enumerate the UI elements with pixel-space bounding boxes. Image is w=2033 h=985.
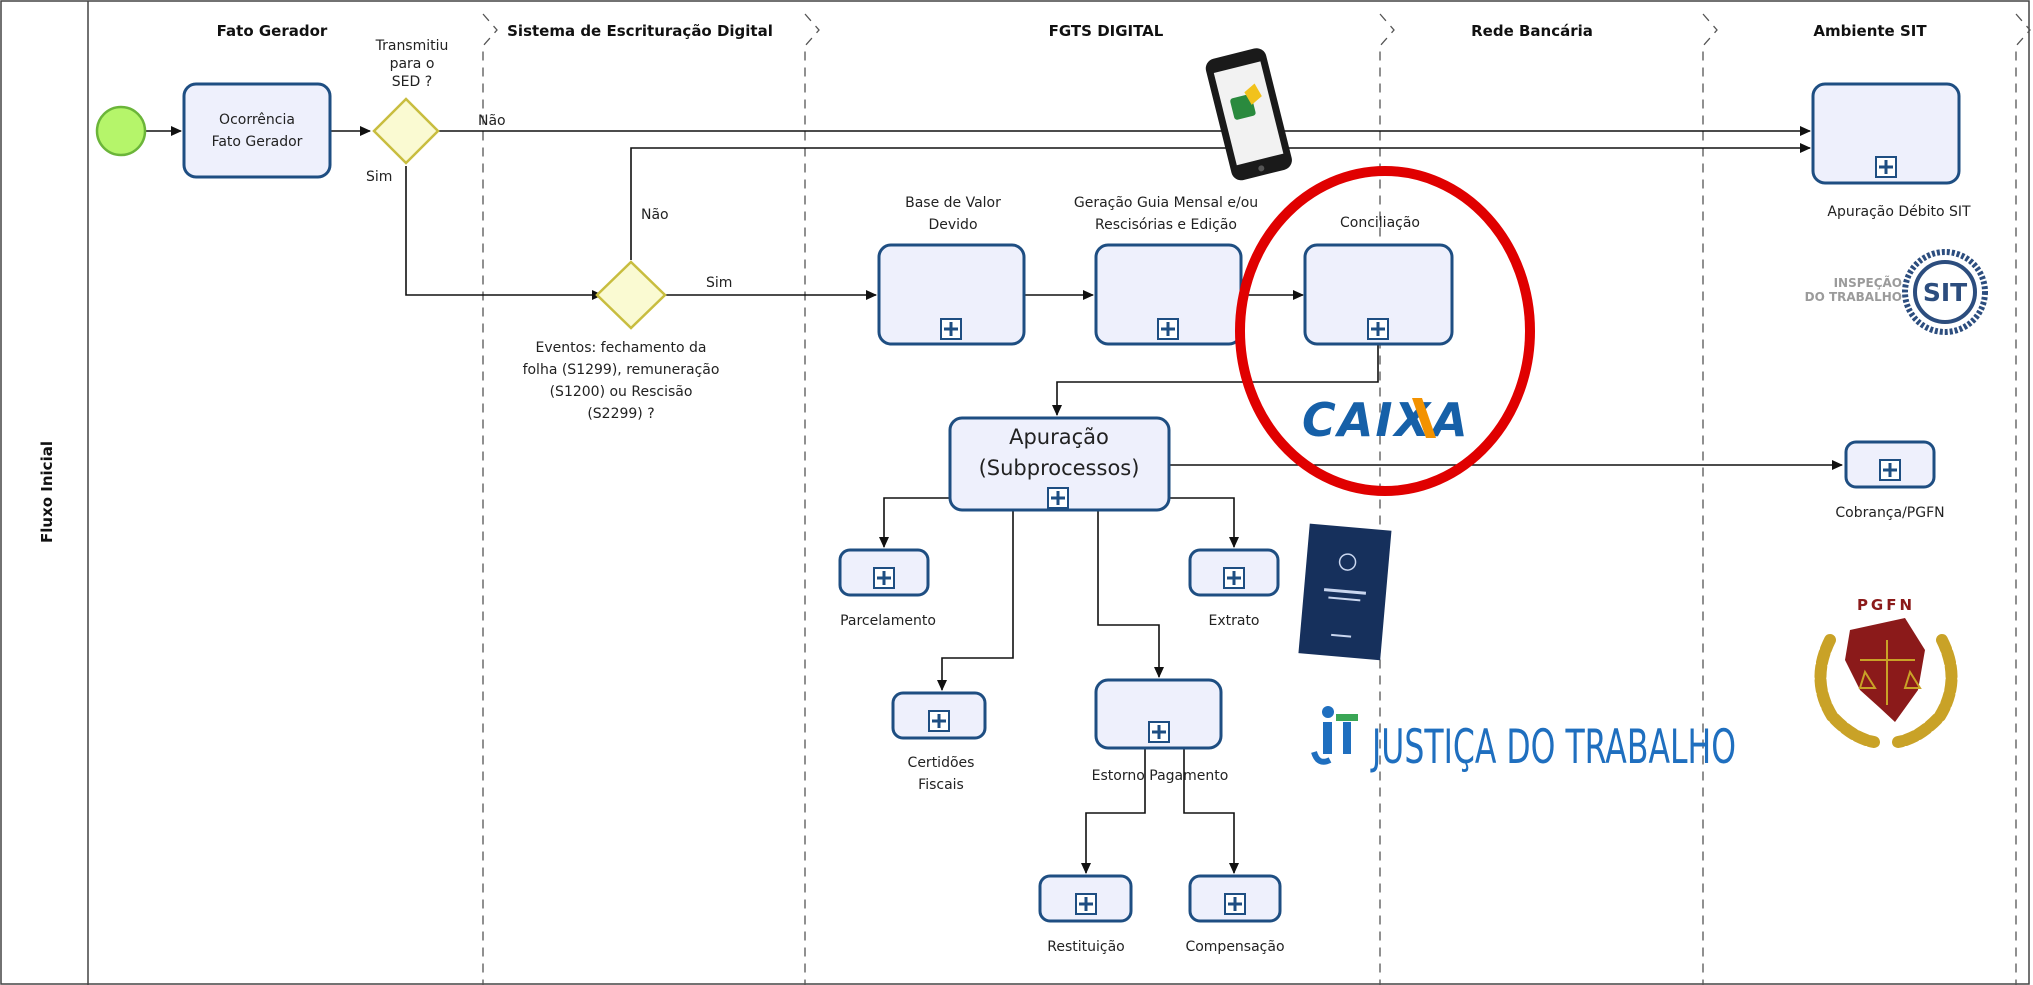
task-conciliacao[interactable]: Conciliação — [1303, 215, 1454, 346]
sit-badge-text: SIT — [1923, 278, 1967, 307]
task-restituicao-label: Restituição — [1047, 939, 1124, 955]
task-apuracao-debito-sit[interactable]: Apuração Débito SIT — [1811, 82, 1971, 220]
task-certidoes-fiscais[interactable]: Certidões Fiscais — [891, 691, 987, 793]
task-ocorrencia-fato-gerador[interactable]: Ocorrência Fato Gerador — [182, 82, 332, 179]
gateway-sed-line-3: SED ? — [392, 74, 432, 90]
task-apuracao-subprocessos[interactable]: Apuração (Subprocessos) — [948, 416, 1171, 512]
lane-title-ambiente-sit: Ambiente SIT — [1813, 22, 1927, 40]
task-extrato[interactable]: Extrato — [1188, 548, 1280, 629]
gateway-events-line-3: (S1200) ou Rescisão — [550, 384, 693, 400]
inspecao-do-trabalho-logo: INSPEÇÃO DO TRABALHO SIT — [1805, 249, 1988, 335]
lane-title-fato-gerador: Fato Gerador — [217, 22, 328, 40]
task-estorno-pagamento[interactable]: Estorno Pagamento — [1092, 678, 1229, 784]
task-estorno-label: Estorno Pagamento — [1092, 768, 1229, 784]
gateway-transmitiu-sed[interactable]: Transmitiu para o SED ? — [372, 38, 449, 165]
task-cobranca-label: Cobrança/PGFN — [1835, 505, 1944, 521]
task-compensacao[interactable]: Compensação — [1185, 874, 1285, 955]
task-ocorrencia-line-2: Fato Gerador — [212, 134, 303, 150]
task-geracao-guia-line-2: Rescisórias e Edição — [1095, 217, 1237, 233]
gateway-sed-line-1: Transmitiu — [375, 38, 449, 54]
task-parcelamento[interactable]: Parcelamento — [838, 548, 936, 629]
task-restituicao[interactable]: Restituição — [1038, 874, 1133, 955]
lane-title-sed: Sistema de Escrituração Digital — [507, 22, 773, 40]
gateway-sed-no-label: Não — [478, 113, 506, 129]
pool-label: Fluxo Inicial — [38, 441, 56, 543]
carteira-de-trabalho-icon — [1298, 523, 1392, 661]
task-apuracao-line-2: (Subprocessos) — [979, 456, 1140, 480]
caixa-logo: CAIXA — [1302, 393, 1470, 447]
subprocess-plus-icon — [928, 710, 950, 732]
justica-do-trabalho-text: JUSTIÇA DO TRABALHO — [1370, 720, 1736, 775]
subprocess-plus-icon — [940, 318, 962, 340]
task-parcelamento-label: Parcelamento — [840, 613, 936, 629]
subprocess-plus-icon — [1367, 318, 1389, 340]
gateway-sed-line-2: para o — [390, 56, 435, 72]
task-apuracao-line-1: Apuração — [1009, 425, 1109, 449]
task-certidoes-line-2: Fiscais — [918, 777, 964, 793]
gateway-events-yes-label: Sim — [706, 275, 732, 291]
task-cobranca-pgfn[interactable]: Cobrança/PGFN — [1835, 440, 1945, 521]
task-compensacao-label: Compensação — [1185, 939, 1284, 955]
subprocess-plus-icon — [873, 567, 895, 589]
subprocess-plus-icon — [1223, 567, 1245, 589]
highlight-circle — [1235, 166, 1535, 496]
task-certidoes-line-1: Certidões — [908, 755, 975, 771]
smartphone-icon — [1205, 48, 1292, 181]
subprocess-plus-icon — [1047, 487, 1069, 509]
gateway-events-line-2: folha (S1299), remuneração — [523, 362, 720, 378]
task-base-valor-line-2: Devido — [928, 217, 977, 233]
task-ocorrencia-line-1: Ocorrência — [219, 112, 295, 128]
task-extrato-label: Extrato — [1208, 613, 1259, 629]
subprocess-plus-icon — [1875, 156, 1897, 178]
pgfn-emblem-text: PGFN — [1857, 596, 1915, 614]
task-base-valor-line-1: Base de Valor — [905, 195, 1001, 211]
task-conciliacao-label: Conciliação — [1340, 215, 1420, 231]
gateway-eventos[interactable]: Eventos: fechamento da folha (S1299), re… — [523, 260, 720, 422]
gateway-events-no-label: Não — [641, 207, 669, 223]
subprocess-plus-icon — [1148, 721, 1170, 743]
caixa-logo-text: CAIXA — [1302, 393, 1470, 447]
gateway-sed-yes-label: Sim — [366, 169, 392, 185]
lane-title-rede-bancaria: Rede Bancária — [1471, 22, 1593, 40]
sit-logo-line-1: INSPEÇÃO — [1834, 275, 1902, 290]
subprocess-plus-icon — [1157, 318, 1179, 340]
subprocess-plus-icon — [1224, 893, 1246, 915]
lane-dividers — [482, 13, 2031, 985]
sit-logo-line-2: DO TRABALHO — [1805, 290, 1902, 304]
task-base-de-valor-devido[interactable]: Base de Valor Devido — [877, 195, 1026, 346]
gateway-events-line-4: (S2299) ? — [587, 406, 654, 422]
pgfn-emblem: PGFN — [1814, 596, 1958, 748]
task-geracao-guia-mensal[interactable]: Geração Guia Mensal e/ou Rescisórias e E… — [1074, 195, 1258, 346]
gateway-events-line-1: Eventos: fechamento da — [536, 340, 707, 356]
subprocess-plus-icon — [1879, 459, 1901, 481]
flow-edges — [124, 126, 1843, 874]
lane-title-fgts-digital: FGTS DIGITAL — [1049, 22, 1164, 40]
subprocess-plus-icon — [1075, 893, 1097, 915]
task-apuracao-sit-label: Apuração Débito SIT — [1827, 204, 1971, 220]
task-geracao-guia-line-1: Geração Guia Mensal e/ou — [1074, 195, 1258, 211]
justica-do-trabalho-logo: JUSTIÇA DO TRABALHO — [1311, 706, 1736, 775]
start-event[interactable] — [95, 105, 147, 157]
